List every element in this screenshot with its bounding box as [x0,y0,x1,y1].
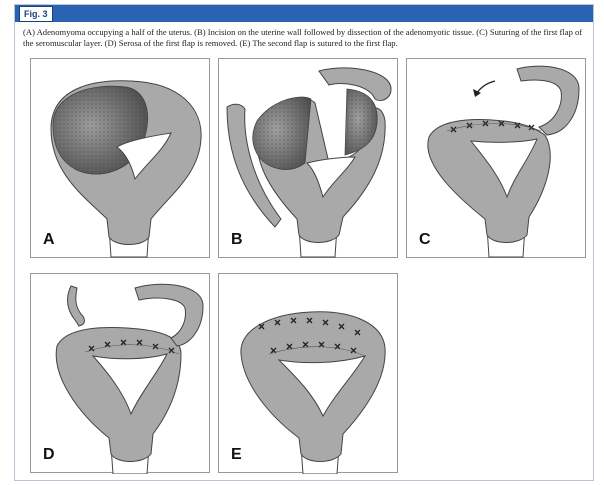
serosa-strip [68,286,85,326]
panel-a: A [30,58,210,258]
curved-arrow-icon [477,81,495,93]
uterus-body [428,120,550,243]
panel-a-letter: A [43,231,55,249]
panel-a-illustration [31,59,211,259]
panel-d-letter: D [43,446,55,464]
figure-header-bar: Fig. 3 [15,5,593,22]
panel-e: E [218,273,398,473]
panel-d-illustration [31,274,211,474]
second-flap [517,66,579,135]
panel-e-letter: E [231,446,242,464]
panel-c-letter: C [419,231,431,249]
panel-c: C [406,58,586,258]
panel-c-illustration [407,59,587,259]
figure-caption: (A) Adenomyoma occupying a half of the u… [23,27,589,49]
figure-label: Fig. 3 [19,6,53,22]
panel-b-illustration [219,59,399,259]
figure-frame: Fig. 3 (A) Adenomyoma occupying a half o… [14,4,594,481]
panel-e-illustration [219,274,399,474]
panel-b-letter: B [231,231,243,249]
panel-b: B [218,58,398,258]
panel-d: D [30,273,210,473]
uterus-body [56,328,181,462]
